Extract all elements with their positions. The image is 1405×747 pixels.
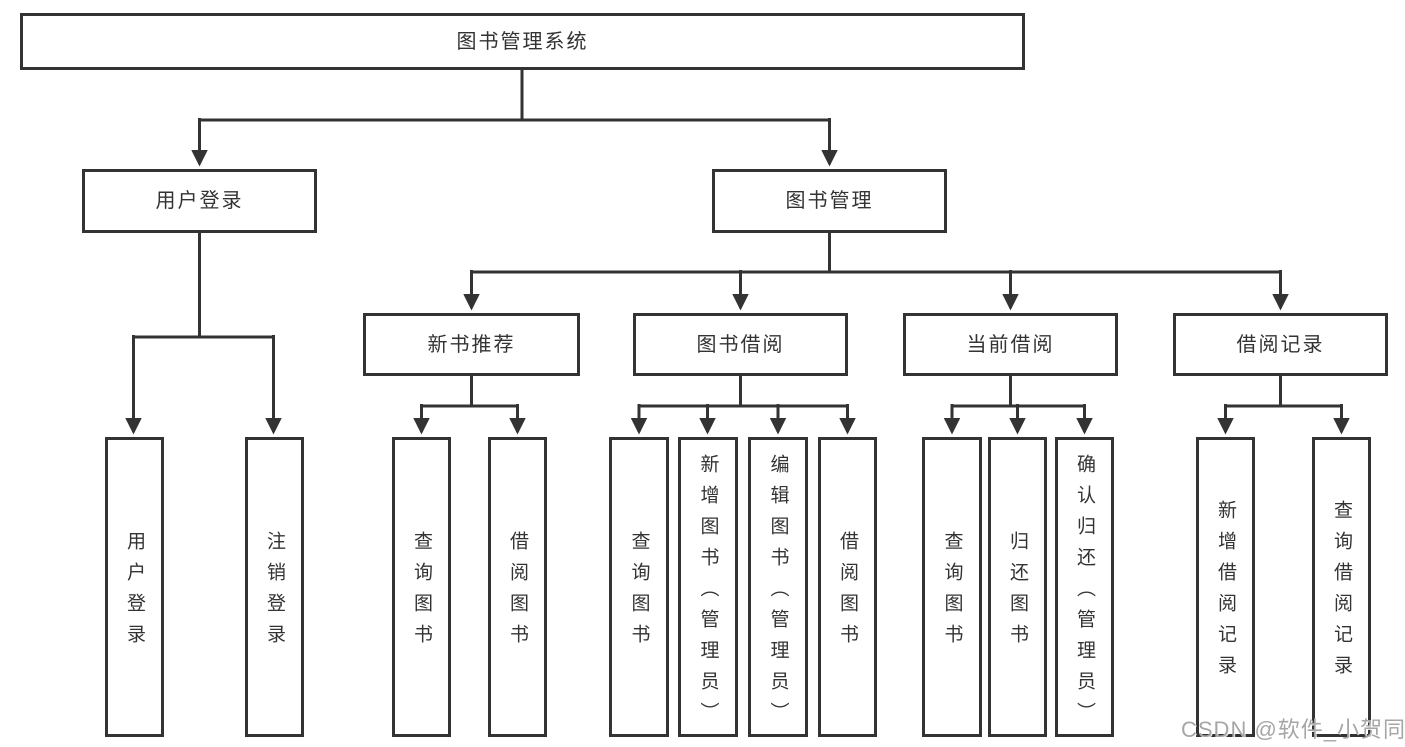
leaf-label: 归还图书: [1007, 531, 1028, 655]
leaf-label: 借阅图书: [837, 531, 858, 655]
leaf-label: 查询图书: [628, 531, 650, 655]
leaf-search-books-current: 查询图书: [922, 437, 982, 737]
leaf-label: 查询借阅记录: [1331, 500, 1352, 686]
node-current-borrow: 当前借阅: [903, 313, 1118, 376]
leaf-label: 借阅图书: [507, 531, 528, 655]
leaf-borrow-books-recommend: 借阅图书: [488, 437, 547, 737]
leaf-label: 新增图书（管理员）: [697, 453, 719, 733]
leaf-label: 查询图书: [411, 531, 432, 655]
node-library-management-system: 图书管理系统: [20, 13, 1025, 70]
leaf-logout: 注销登录: [245, 437, 304, 737]
node-label: 借阅记录: [1236, 333, 1325, 356]
node-label: 图书管理系统: [456, 30, 589, 53]
leaf-search-borrow-record: 查询借阅记录: [1312, 437, 1371, 737]
csdn-watermark: CSDN @软件_小贺同学: [1181, 717, 1405, 742]
leaf-search-books-recommend: 查询图书: [392, 437, 451, 737]
leaf-return-books: 归还图书: [988, 437, 1047, 737]
leaf-confirm-return-admin: 确认归还（管理员）: [1055, 437, 1114, 737]
leaf-label: 用户登录: [124, 531, 145, 655]
node-book-borrow: 图书借阅: [633, 313, 848, 376]
node-label: 图书管理: [785, 190, 874, 212]
node-new-book-recommend: 新书推荐: [363, 313, 580, 376]
node-label: 图书借阅: [696, 333, 785, 356]
node-label: 当前借阅: [966, 333, 1055, 356]
leaf-label: 查询图书: [941, 531, 963, 655]
leaf-label: 确认归还（管理员）: [1074, 453, 1095, 733]
leaf-label: 编辑图书（管理员）: [767, 453, 789, 733]
node-user-login: 用户登录: [82, 169, 317, 233]
node-borrow-records: 借阅记录: [1173, 313, 1388, 376]
leaf-user-login: 用户登录: [105, 437, 164, 737]
leaf-edit-books-admin: 编辑图书（管理员）: [748, 437, 808, 737]
leaf-add-borrow-record: 新增借阅记录: [1196, 437, 1255, 737]
node-book-management: 图书管理: [712, 169, 947, 233]
leaf-label: 新增借阅记录: [1215, 500, 1236, 686]
node-label: 用户登录: [155, 190, 244, 212]
leaf-search-books-borrow: 查询图书: [609, 437, 669, 737]
leaf-add-books-admin: 新增图书（管理员）: [678, 437, 738, 737]
leaf-borrow-books: 借阅图书: [818, 437, 877, 737]
node-label: 新书推荐: [427, 333, 516, 356]
leaf-label: 注销登录: [264, 531, 285, 655]
